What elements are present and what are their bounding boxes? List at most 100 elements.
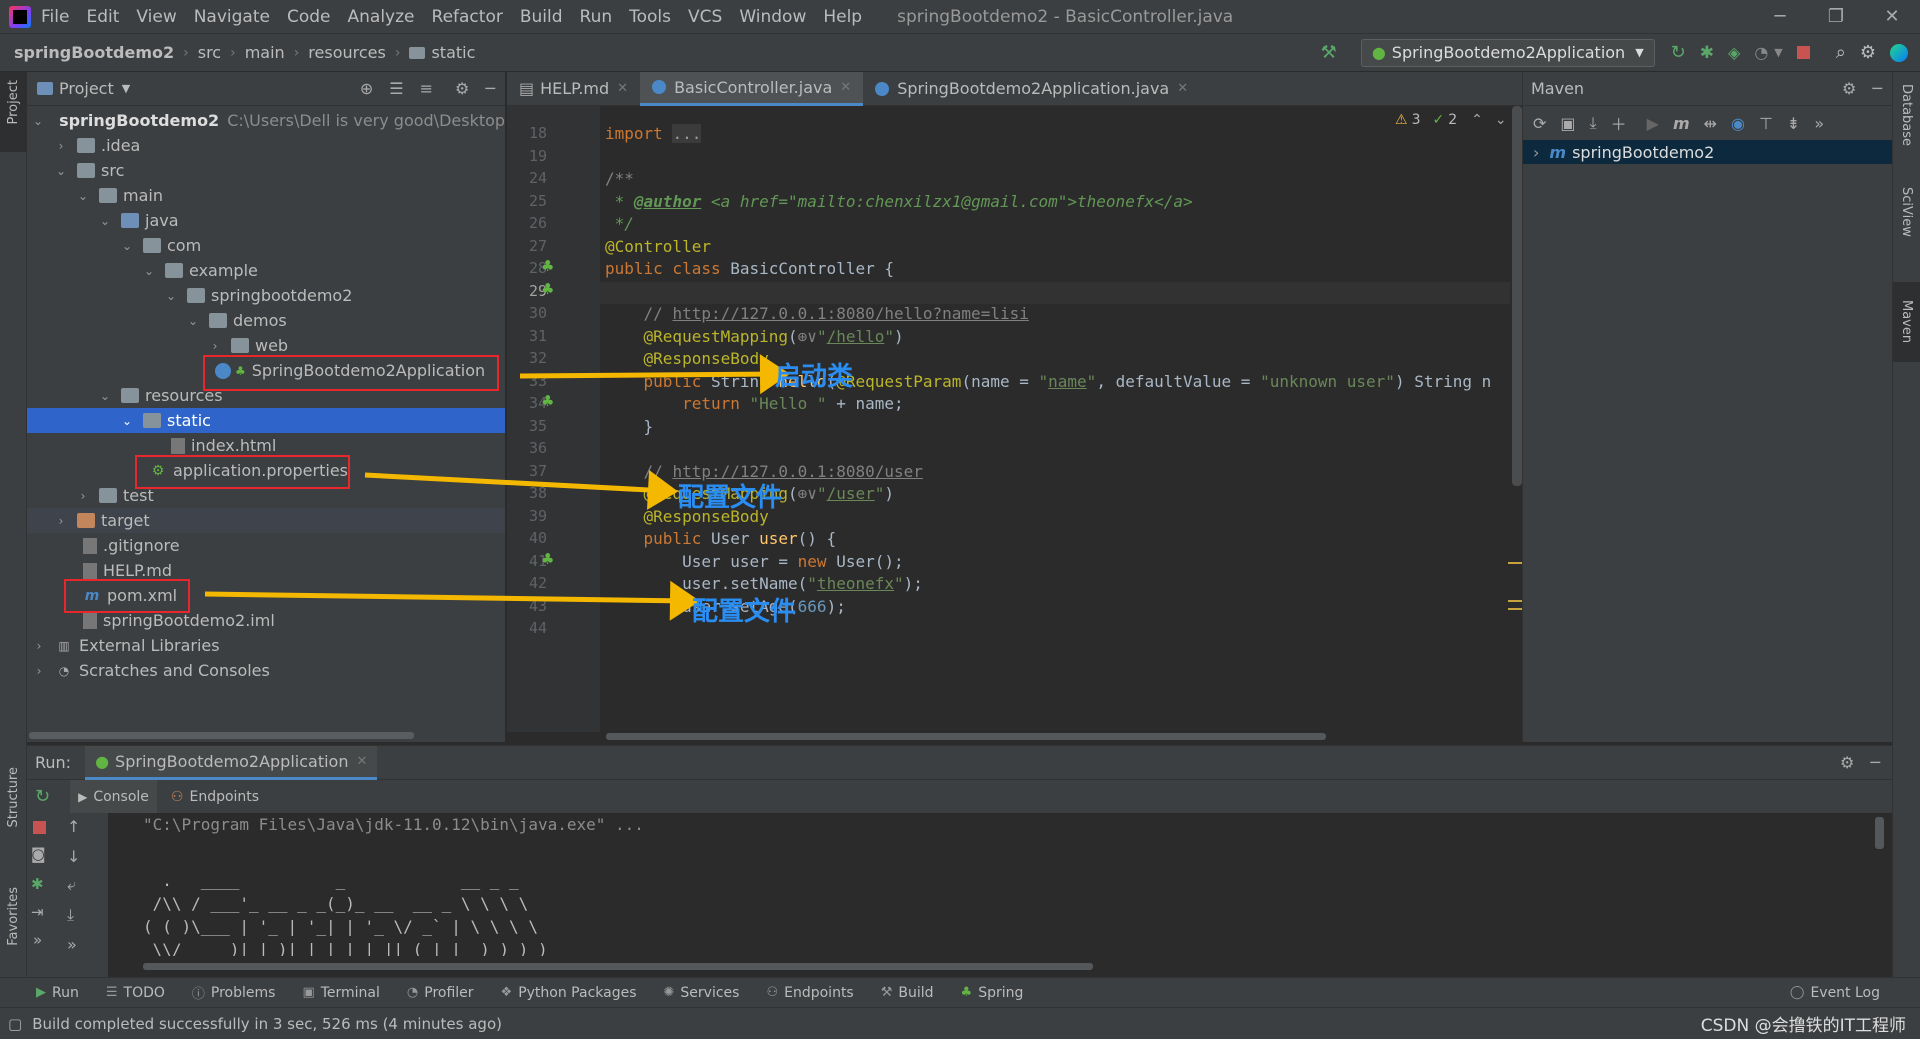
tree-node-test[interactable]: › test [27, 483, 505, 508]
gear-icon[interactable]: ⚙ [1859, 42, 1876, 63]
tree-node-root[interactable]: ⌄ springBootdemo2 C:\Users\Dell is very … [27, 108, 505, 133]
chevron-down-icon[interactable]: ⌄ [1494, 112, 1507, 128]
maven-goal-icon[interactable]: m [1672, 113, 1690, 133]
menu-vcs[interactable]: VCS [688, 6, 723, 27]
hide-panel-icon[interactable]: ─ [1872, 79, 1882, 98]
soft-wrap-icon[interactable]: ⤶ [67, 875, 76, 894]
chevron-up-icon[interactable]: ⌃ [1471, 112, 1483, 128]
console-tab[interactable]: ▶ Console [70, 780, 157, 813]
scroll-to-end-icon[interactable]: ⤓ [67, 905, 75, 924]
console-output[interactable]: "C:\Program Files\Java\jdk-11.0.12\bin\j… [108, 813, 1892, 978]
tree-node-src[interactable]: ⌄ src [27, 158, 505, 183]
toolwindow-event-log[interactable]: ◯Event Log [1790, 985, 1880, 1001]
request-mapping-gutter-icon[interactable]: ♣ [541, 550, 555, 568]
add-icon[interactable]: ＋ [1610, 115, 1627, 134]
horizontal-scrollbar[interactable] [143, 963, 1093, 970]
favorites-tool-tab[interactable]: Favorites [6, 887, 21, 946]
reload-icon[interactable]: ⟳ [1533, 113, 1547, 133]
run-icon[interactable]: ▶ [1646, 113, 1659, 133]
add-folder-icon[interactable]: ▣ [1560, 113, 1576, 133]
exit-icon[interactable]: ⇥ [31, 903, 44, 921]
toolwindow-run[interactable]: ▶Run [36, 985, 79, 1001]
menu-view[interactable]: View [136, 6, 177, 27]
minimize-button[interactable]: ─ [1774, 6, 1786, 27]
breadcrumb-project[interactable]: springBootdemo2 [14, 43, 175, 62]
menu-file[interactable]: File [41, 6, 70, 27]
structure-tool-tab[interactable]: Structure [6, 767, 21, 828]
toolwindow-endpoints[interactable]: ⚇Endpoints [766, 985, 853, 1001]
horizontal-scrollbar[interactable] [606, 733, 1326, 740]
hide-panel-icon[interactable]: ─ [485, 79, 495, 98]
jetbrains-toolbox-icon[interactable] [1890, 43, 1908, 62]
menu-code[interactable]: Code [286, 6, 331, 27]
tree-node-gitignore[interactable]: .gitignore [27, 533, 505, 558]
close-window-button[interactable]: ✕ [1884, 6, 1900, 27]
breadcrumb-src[interactable]: src [197, 43, 222, 62]
maximize-button[interactable]: ❐ [1827, 6, 1845, 27]
request-mapping-gutter-icon[interactable]: ♣ [541, 392, 555, 410]
arrow-down-icon[interactable]: ↓ [67, 847, 81, 866]
toolwindow-terminal[interactable]: ▣Terminal [302, 985, 379, 1001]
hide-panel-icon[interactable]: ─ [1870, 753, 1880, 772]
menu-tools[interactable]: Tools [629, 6, 672, 27]
toolwindow-python-packages[interactable]: ❖Python Packages [501, 985, 637, 1001]
tree-node-pom-xml[interactable]: m pom.xml [27, 583, 505, 608]
vertical-scrollbar[interactable] [1875, 817, 1884, 849]
vertical-scrollbar[interactable] [1512, 106, 1522, 486]
menu-window[interactable]: Window [739, 6, 807, 27]
skip-tests-icon[interactable]: ◉ [1731, 113, 1745, 133]
menu-analyze[interactable]: Analyze [347, 6, 415, 27]
breadcrumb-resources[interactable]: resources [308, 43, 386, 62]
stop-icon[interactable] [33, 821, 46, 834]
menu-navigate[interactable]: Navigate [193, 6, 270, 27]
search-icon[interactable]: ⌕ [1835, 42, 1846, 63]
tree-node-application-class[interactable]: ♣ SpringBootdemo2Application [27, 358, 505, 383]
tree-node-idea[interactable]: › .idea [27, 133, 505, 158]
toggle-tool-windows-icon[interactable]: ▢ [8, 1014, 23, 1033]
spring-bean-gutter-icon[interactable]: ♣ [541, 257, 555, 275]
collapse-all-icon[interactable]: ⇟ [1786, 113, 1801, 133]
tree-node-springbootdemo2[interactable]: ⌄ springbootdemo2 [27, 283, 505, 308]
maven-tool-tab[interactable]: Maven [1893, 282, 1920, 362]
endpoints-subtab[interactable]: ⚇ Endpoints [171, 789, 259, 805]
close-icon[interactable]: ✕ [840, 79, 852, 95]
menu-edit[interactable]: Edit [86, 6, 120, 27]
sciview-tool-tab[interactable]: SciView [1899, 187, 1914, 237]
error-stripe-mark[interactable] [1508, 600, 1522, 602]
status-message[interactable]: Build completed successfully in 3 sec, 5… [32, 1014, 502, 1033]
breadcrumb-static[interactable]: static [431, 43, 476, 62]
run-config-tab[interactable]: ● SpringBootdemo2Application ✕ [85, 745, 378, 780]
debug-icon[interactable]: ✱ [31, 875, 44, 893]
tab-application-java[interactable]: SpringBootdemo2Application.java ✕ [863, 72, 1200, 106]
tree-node-iml[interactable]: springBootdemo2.iml [27, 608, 505, 633]
run-configuration-select[interactable]: ● SpringBootdemo2Application ▼ [1360, 38, 1655, 67]
breadcrumb-main[interactable]: main [244, 43, 285, 62]
debug-icon[interactable]: ✱ [1699, 42, 1715, 63]
close-icon[interactable]: ✕ [356, 753, 368, 769]
tree-node-static[interactable]: ⌄ static [27, 408, 505, 433]
code-area[interactable]: import ... /** * @author <a href="mailto… [605, 124, 1492, 616]
project-panel-title[interactable]: Project [59, 79, 114, 98]
tree-node-java[interactable]: ⌄ java [27, 208, 505, 233]
tree-node-web[interactable]: › web [27, 333, 505, 358]
profile-icon[interactable]: ◔ [1754, 43, 1769, 62]
menu-help[interactable]: Help [823, 6, 863, 27]
inspection-widget[interactable]: ⚠ 3 ✓ 2 ⌃ ⌄ [1395, 112, 1507, 128]
tree-node-index-html[interactable]: index.html [27, 433, 505, 458]
more-icon[interactable]: » [1814, 113, 1825, 133]
chevron-down-icon[interactable]: ▼ [121, 82, 131, 95]
close-icon[interactable]: ✕ [617, 81, 629, 96]
spring-bean-gutter-icon[interactable]: ♣ [541, 280, 555, 298]
menu-refactor[interactable]: Refactor [431, 6, 503, 27]
error-stripe-mark[interactable] [1508, 562, 1522, 564]
stop-icon[interactable] [1796, 46, 1810, 59]
toolwindow-spring[interactable]: ♣Spring [961, 985, 1024, 1001]
hammer-icon[interactable]: ⚒ [1320, 42, 1337, 63]
toolwindow-build[interactable]: ⚒Build [881, 985, 934, 1001]
collapse-all-icon[interactable]: ≡ [419, 79, 434, 98]
menu-run[interactable]: Run [579, 6, 613, 27]
toggle-offline-icon[interactable]: ⇹ [1703, 113, 1718, 133]
tree-node-target[interactable]: › target [27, 508, 505, 533]
tab-basic-controller[interactable]: BasicController.java ✕ [640, 71, 864, 106]
